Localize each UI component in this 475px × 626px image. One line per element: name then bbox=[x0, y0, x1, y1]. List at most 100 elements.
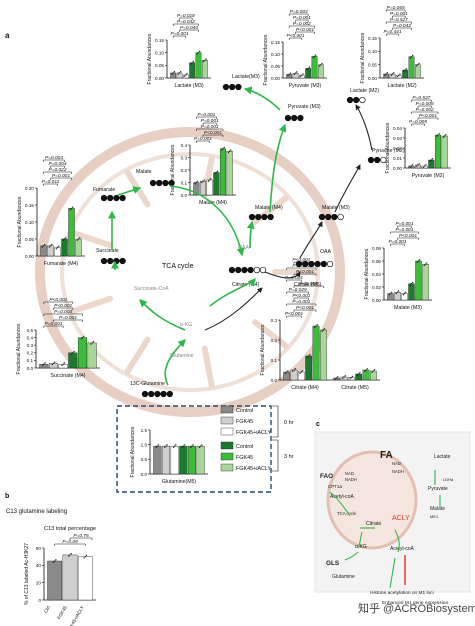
carbon-atom bbox=[229, 83, 236, 91]
data-point bbox=[185, 74, 187, 76]
pathway-arrow bbox=[264, 271, 301, 279]
p-value-label: P=0.032 bbox=[177, 19, 195, 25]
pathway-node-label: Lactate(M3) bbox=[232, 74, 260, 80]
fumarate-atoms bbox=[100, 194, 126, 202]
significance-bracket bbox=[286, 267, 317, 270]
carbon-atom bbox=[168, 179, 175, 187]
data-point bbox=[197, 51, 200, 54]
bar bbox=[441, 135, 448, 169]
data-point bbox=[230, 149, 232, 151]
data-point bbox=[438, 133, 440, 135]
data-point bbox=[343, 376, 345, 378]
schematic-label: NAD bbox=[392, 461, 401, 466]
pathway-node-label: Succinate-CoA bbox=[134, 286, 169, 292]
significance-bracket bbox=[286, 291, 309, 294]
bar bbox=[206, 179, 213, 196]
data-point bbox=[417, 260, 420, 262]
y-tick-label: 0.15 bbox=[155, 38, 164, 43]
y-tick-label: 0.5 bbox=[27, 328, 34, 333]
y-tick-label: 0.15 bbox=[271, 40, 280, 45]
data-point bbox=[196, 180, 199, 182]
data-point bbox=[41, 364, 44, 367]
p-value-label: P=0.005 bbox=[409, 119, 427, 125]
schematic-label: Acetyl-coA bbox=[330, 494, 355, 500]
data-point bbox=[417, 63, 419, 66]
p-value-label: P=0.040 bbox=[180, 25, 198, 31]
data-point bbox=[70, 353, 73, 355]
data-point bbox=[430, 159, 433, 161]
bar bbox=[201, 60, 208, 79]
crista bbox=[201, 345, 215, 389]
data-point bbox=[307, 67, 309, 70]
schematic-label: LDHa bbox=[443, 477, 454, 482]
data-point bbox=[405, 68, 408, 70]
carbon-atom bbox=[259, 266, 267, 274]
carbon-atom bbox=[325, 213, 332, 221]
data-point bbox=[306, 356, 309, 358]
legend-swatch bbox=[220, 405, 234, 414]
data-point bbox=[321, 62, 323, 65]
data-point bbox=[334, 378, 337, 380]
carbon-atom bbox=[248, 213, 256, 221]
data-point bbox=[173, 445, 176, 447]
data-point bbox=[416, 165, 418, 167]
malate-m3-atoms bbox=[318, 213, 344, 221]
legend-label: Control bbox=[236, 408, 253, 414]
y-tick-label: 0.05 bbox=[155, 63, 164, 68]
p-value-label: P<0.001 bbox=[204, 130, 222, 136]
data-point bbox=[44, 362, 46, 364]
pathway-node-label: Malate (M4) bbox=[255, 205, 283, 211]
p-value-label: P=0.001 bbox=[285, 275, 303, 281]
bar bbox=[195, 52, 202, 79]
data-point bbox=[426, 262, 428, 264]
pathway-node-label: Malate bbox=[136, 169, 152, 175]
legend-swatch bbox=[220, 441, 234, 450]
data-point bbox=[359, 372, 361, 374]
data-point bbox=[181, 446, 183, 449]
p-value-label: P=0.008 bbox=[416, 101, 434, 107]
schematic-label: FAO bbox=[320, 473, 333, 480]
data-point bbox=[425, 164, 427, 166]
carbon-atom bbox=[346, 96, 354, 104]
y-tick-label: 1.0 bbox=[141, 442, 148, 447]
y-tick-label: 0.08 bbox=[372, 246, 381, 251]
schematic-label: ME1 bbox=[430, 514, 439, 519]
data-point bbox=[51, 243, 53, 246]
y-axis-label: Fractional Abundances bbox=[147, 33, 153, 84]
y-tick-label: 0.0 bbox=[27, 366, 34, 371]
bar bbox=[305, 355, 313, 381]
data-point bbox=[308, 66, 311, 68]
data-point bbox=[424, 263, 427, 265]
data-point bbox=[285, 371, 288, 373]
data-point bbox=[393, 72, 395, 74]
schematic-label: Glutamine bbox=[332, 574, 355, 580]
pathway-arrow bbox=[355, 104, 373, 151]
schematic-label: TCA cycle bbox=[337, 511, 357, 516]
data-point bbox=[56, 246, 59, 249]
schematic-label: NADH bbox=[345, 477, 357, 482]
carbon-atom bbox=[154, 390, 161, 398]
data-point bbox=[166, 444, 168, 446]
data-point bbox=[366, 368, 368, 370]
p-value-label: P=0.537 bbox=[412, 95, 430, 101]
data-point bbox=[293, 369, 295, 371]
p-value-label: P=0.001 bbox=[390, 11, 408, 17]
data-point bbox=[437, 134, 439, 136]
bar bbox=[54, 247, 61, 257]
bar bbox=[305, 68, 312, 79]
significance-bracket bbox=[43, 301, 74, 304]
data-point bbox=[412, 54, 414, 57]
pyruvate-m3-atoms bbox=[284, 114, 304, 122]
pathway-arrow bbox=[204, 287, 263, 331]
data-point bbox=[54, 361, 56, 363]
crista bbox=[252, 319, 289, 349]
legend-brace bbox=[272, 405, 279, 438]
data-point bbox=[175, 444, 177, 446]
bar bbox=[401, 293, 408, 301]
schematic-arrow bbox=[357, 531, 363, 549]
data-point bbox=[313, 55, 316, 58]
p-value-label: P<0.001 bbox=[285, 311, 303, 317]
p-value-label: P=0.527 bbox=[390, 17, 408, 23]
data-point bbox=[423, 165, 426, 167]
